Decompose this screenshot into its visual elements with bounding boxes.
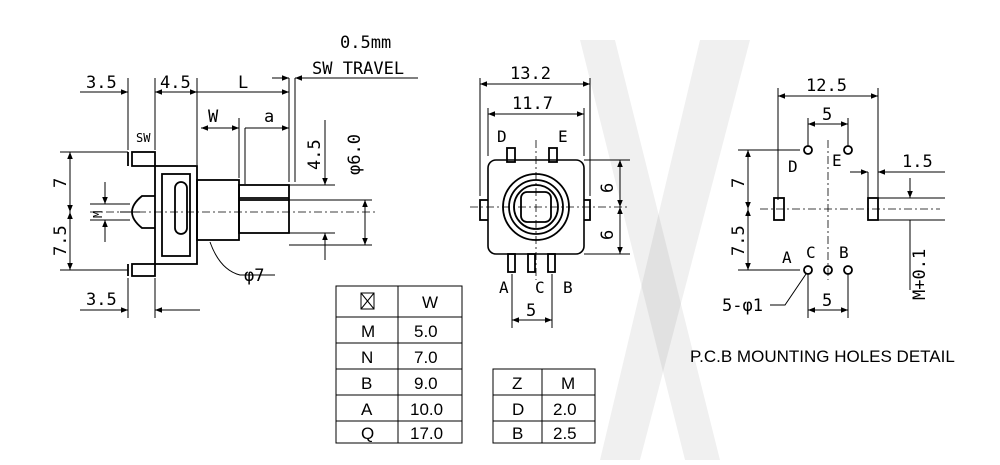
side-dim-upper: 7 xyxy=(51,178,71,188)
table-m-value-0: 2.0 xyxy=(553,400,577,419)
side-dim-left-top: 3.5 xyxy=(86,73,117,93)
table-m: Z M D 2.0 B 2.5 xyxy=(492,368,596,444)
table-m-code-1: B xyxy=(512,424,523,443)
front-pin-E: E xyxy=(558,127,568,146)
pcb-view: 12.5 5 D E 1.5 7 7.5 A C xyxy=(690,76,955,366)
side-dim-lower: 7.5 xyxy=(51,225,71,256)
pcb-dim-abc: 5 xyxy=(822,291,832,311)
pcb-dim-de: 5 xyxy=(822,105,832,125)
travel-label: SW TRAVEL xyxy=(312,59,404,79)
table-w-code-2: B xyxy=(361,374,372,393)
table-w-value-4: 17.0 xyxy=(410,424,443,443)
pcb-pin-C: C xyxy=(806,243,816,262)
side-dim-mid-top: 4.5 xyxy=(160,73,191,93)
table-m-header-left: Z xyxy=(512,374,522,393)
front-view: 13.2 11.7 D E 6 6 A C B 5 xyxy=(470,64,630,328)
table-m-header-right: M xyxy=(561,374,575,393)
front-dim-pitch: 5 xyxy=(526,301,536,321)
table-w-header: W xyxy=(422,293,438,312)
front-pin-A: A xyxy=(499,278,509,297)
table-w-code-1: N xyxy=(361,348,373,367)
table-m-value-1: 2.5 xyxy=(553,424,577,443)
side-dim-bottom: 3.5 xyxy=(86,290,117,310)
side-dim-L: L xyxy=(238,73,248,93)
table-w-code-0: M xyxy=(361,322,375,341)
pcb-pin-E: E xyxy=(832,151,842,170)
front-dim-outer: 13.2 xyxy=(510,64,551,84)
side-dim-dia7: φ7 xyxy=(244,266,264,286)
side-view: 3.5 4.5 L 0.5mm SW TRAVEL W a 4.5 φ6.0 xyxy=(51,33,418,318)
travel-value: 0.5mm xyxy=(340,33,391,53)
side-dim-dia6: φ6.0 xyxy=(345,134,365,175)
side-dim-a: a xyxy=(264,107,274,127)
table-w-code-3: A xyxy=(361,400,373,419)
pcb-dim-slot: 1.5 xyxy=(902,152,933,172)
pcb-dim-M: M+0.1 xyxy=(910,249,930,300)
sw-label: SW xyxy=(136,131,151,145)
watermark xyxy=(580,40,750,460)
pcb-pin-D: D xyxy=(788,157,798,176)
table-w-value-1: 7.0 xyxy=(414,348,438,367)
table-w-value-2: 9.0 xyxy=(414,374,438,393)
pcb-dim-lower: 7.5 xyxy=(729,225,749,256)
table-w-code-4: Q xyxy=(361,424,374,443)
front-dim-lower-right: 6 xyxy=(598,230,618,240)
side-dim-W: W xyxy=(208,107,219,127)
table-w-value-0: 5.0 xyxy=(414,322,438,341)
side-dim-shaft: 4.5 xyxy=(305,139,325,170)
front-pin-B: B xyxy=(563,278,573,297)
pcb-dim-holes: 5-φ1 xyxy=(722,296,763,316)
front-pin-C: C xyxy=(535,278,545,297)
pcb-caption: P.C.B MOUNTING HOLES DETAIL xyxy=(690,347,955,366)
crossed-box-icon xyxy=(360,292,375,310)
pcb-pin-A: A xyxy=(782,248,792,267)
front-pin-D: D xyxy=(497,127,507,146)
table-w: W M 5.0 N 7.0 B 9.0 A 10.0 Q 17.0 xyxy=(335,285,463,444)
table-m-code-0: D xyxy=(512,400,524,419)
side-dim-M: M xyxy=(91,211,105,218)
pcb-dim-width: 12.5 xyxy=(806,76,847,96)
front-dim-upper-right: 6 xyxy=(598,183,618,193)
pcb-dim-upper: 7 xyxy=(729,178,749,188)
front-dim-inner: 11.7 xyxy=(512,94,553,114)
pcb-pin-B: B xyxy=(839,243,849,262)
table-w-value-3: 10.0 xyxy=(410,400,443,419)
